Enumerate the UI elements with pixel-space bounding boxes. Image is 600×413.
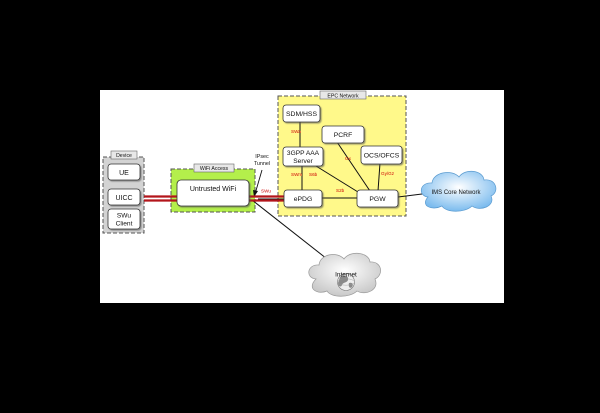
ipsec-pointer-arrow (253, 169, 263, 197)
uicc-label: UICC (115, 195, 132, 202)
swu-client-label-line2: Client (116, 221, 133, 228)
device-label: Device (116, 153, 132, 159)
epdg-label: ePDG (294, 196, 313, 203)
ocs-ofcs-label: OCS/OFCS (364, 153, 400, 160)
pgw-label: PGW (369, 196, 386, 203)
pgw-node (356, 189, 399, 208)
untrusted-wifi-label: Untrusted WiFi (190, 186, 237, 193)
swu-interface-label: SWu (261, 189, 271, 194)
epc-network-label: EPC Network (327, 93, 359, 99)
pcrf-label: PCRF (334, 132, 353, 139)
aaa-server-label-line1: 3GPP AAA (287, 150, 320, 157)
ims-core-cloud (421, 171, 497, 212)
pcrf-node (321, 125, 365, 144)
ue-label: UE (119, 170, 129, 177)
ipsec-tunnel-label-line2: Tunnel (254, 161, 270, 167)
gy-gz-interface-label: Gy/Gz (381, 171, 395, 176)
ims-core-label: IMS Core Network (431, 190, 481, 196)
sdm-hss-node (282, 104, 321, 123)
internet-label: Internet (335, 272, 357, 279)
ue-node (107, 163, 141, 181)
ocs-ofcs-node (360, 145, 403, 165)
swu-client-node (107, 208, 141, 230)
s6b-interface-label: S6b (309, 172, 318, 177)
s2b-interface-label: S2b (336, 188, 345, 193)
epdg-node (283, 189, 323, 208)
globe-icon (337, 273, 355, 291)
aaa-server-label-line2: Server (293, 158, 313, 165)
ipsec-tunnel-label-line1: IPsec (255, 154, 269, 160)
wifi-access-label: WiFi Access (200, 166, 229, 172)
swu-client-label-line1: SWu (117, 213, 132, 220)
swm-interface-label: SWm (291, 172, 302, 177)
connector-lines (251, 122, 431, 267)
sdm-hss-label: SDM/HSS (286, 111, 317, 118)
gx-interface-label: Gx (345, 156, 352, 161)
untrusted-wifi-node (176, 179, 250, 207)
aaa-server-node (282, 146, 324, 167)
uicc-node (107, 188, 141, 206)
swa-interface-label: SWa (291, 129, 301, 134)
internet-cloud (308, 253, 381, 297)
